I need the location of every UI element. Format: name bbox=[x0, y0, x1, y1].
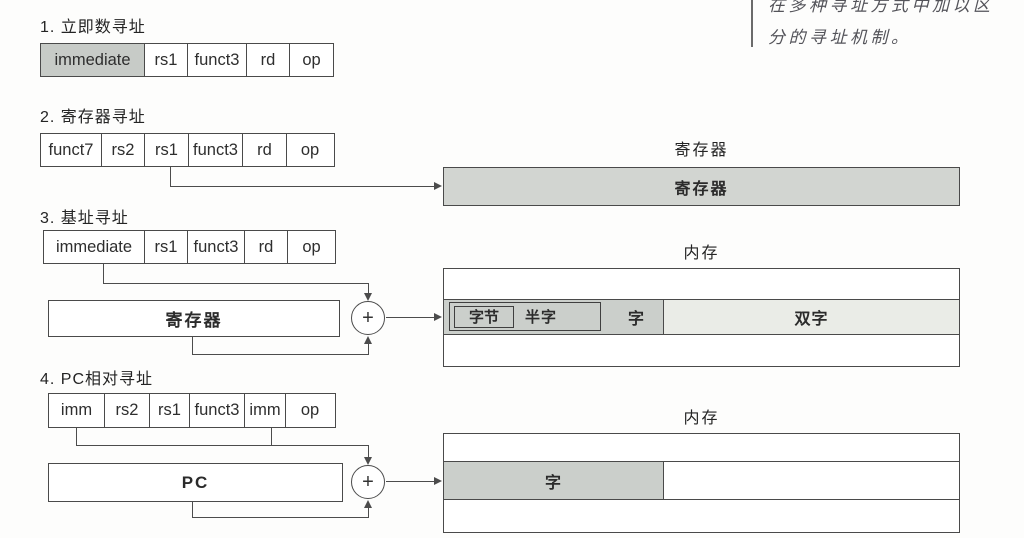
field-funct3: funct3 bbox=[187, 230, 245, 264]
arrowhead-icon bbox=[364, 457, 372, 465]
margin-note-line1: 在多种寻址方式中加以区 bbox=[768, 0, 994, 15]
register-box: 寄存器 bbox=[443, 167, 960, 206]
field-rd: rd bbox=[243, 230, 289, 264]
word-cell: 字 bbox=[444, 462, 664, 499]
empty-cell bbox=[664, 462, 959, 499]
field-funct3: funct3 bbox=[187, 43, 247, 77]
field-funct7: funct7 bbox=[40, 133, 102, 167]
connector-line bbox=[192, 502, 193, 517]
byte-box: 字节 bbox=[454, 305, 514, 328]
section-1-label: 1. 立即数寻址 bbox=[40, 19, 146, 36]
register-panel-title: 寄存器 bbox=[674, 142, 729, 159]
field-rd: rd bbox=[242, 133, 287, 167]
arrowhead-icon bbox=[434, 477, 442, 485]
connector-line bbox=[192, 354, 369, 355]
field-funct3: funct3 bbox=[188, 393, 246, 428]
connector-line bbox=[192, 517, 369, 518]
operand-box-PC: PC bbox=[48, 463, 343, 502]
margin-note-rule bbox=[751, 0, 753, 47]
connector-line bbox=[76, 428, 77, 445]
connector-line bbox=[76, 445, 369, 446]
connector-line bbox=[386, 481, 436, 482]
field-funct3: funct3 bbox=[187, 133, 244, 167]
connector-line bbox=[368, 445, 369, 457]
field-op: op bbox=[287, 230, 336, 264]
connector-line bbox=[192, 337, 193, 354]
field-rs1: rs1 bbox=[149, 393, 190, 428]
connector-line bbox=[368, 344, 369, 354]
section-2-label: 2. 寄存器寻址 bbox=[40, 109, 146, 126]
field-imm: imm bbox=[244, 393, 286, 428]
arrowhead-icon bbox=[364, 500, 372, 508]
memory-base-row: 字 双字 bbox=[444, 299, 959, 335]
field-op: op bbox=[285, 133, 335, 167]
field-rs1: rs1 bbox=[143, 43, 189, 77]
field-op: op bbox=[284, 393, 336, 428]
field-imm: imm bbox=[48, 393, 105, 428]
field-op: op bbox=[289, 43, 334, 77]
memory-base-title: 内存 bbox=[683, 245, 720, 262]
connector-line bbox=[368, 283, 369, 294]
arrowhead-icon bbox=[364, 336, 372, 344]
memory-pc-box: 字 bbox=[443, 433, 960, 533]
field-rs2: rs2 bbox=[100, 133, 146, 167]
connector-line bbox=[170, 167, 171, 186]
arrowhead-icon bbox=[364, 293, 372, 301]
field-rs1: rs1 bbox=[144, 133, 189, 167]
field-immediate: immediate bbox=[43, 230, 145, 264]
field-rd: rd bbox=[245, 43, 291, 77]
halfword-box: 字节 半字 bbox=[449, 302, 601, 331]
connector-line bbox=[103, 283, 369, 284]
connector-line bbox=[103, 264, 104, 283]
doubleword-cell: 双字 bbox=[664, 300, 959, 334]
arrowhead-icon bbox=[434, 313, 442, 321]
memory-base-box: 字 双字 字节 半字 bbox=[443, 268, 960, 367]
field-immediate: immediate bbox=[40, 43, 145, 77]
margin-note-line2: 分的寻址机制。 bbox=[768, 28, 912, 47]
field-rs1: rs1 bbox=[143, 230, 189, 264]
connector-line bbox=[170, 186, 436, 187]
halfword-label: 半字 bbox=[525, 309, 558, 326]
connector-line bbox=[368, 508, 369, 517]
memory-pc-row: 字 bbox=[444, 461, 959, 500]
arrowhead-icon bbox=[434, 182, 442, 190]
adder-plus-icon: + bbox=[351, 465, 385, 499]
field-rs2: rs2 bbox=[103, 393, 151, 428]
section-4-label: 4. PC相对寻址 bbox=[40, 371, 154, 388]
operand-box-寄存器: 寄存器 bbox=[48, 300, 340, 337]
connector-line bbox=[271, 428, 272, 445]
section-3-label: 3. 基址寻址 bbox=[40, 210, 129, 227]
connector-line bbox=[386, 317, 436, 318]
memory-pc-title: 内存 bbox=[683, 410, 720, 427]
adder-plus-icon: + bbox=[351, 301, 385, 335]
